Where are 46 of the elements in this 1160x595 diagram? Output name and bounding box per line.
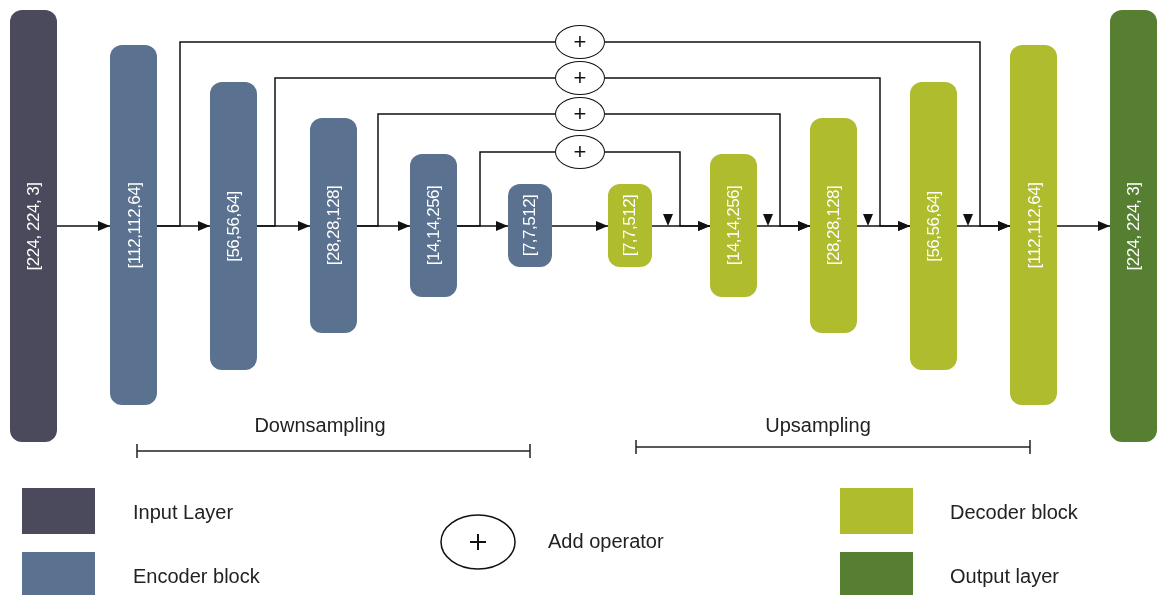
- add-operator-circle: [555, 135, 605, 169]
- shape-label: [224, 224, 3]: [25, 182, 42, 270]
- shape-label: [56,56,64]: [225, 190, 242, 262]
- arrow: [604, 77, 911, 231]
- add-operator-circle: [555, 61, 605, 95]
- layer-bar: [608, 184, 652, 267]
- shape-label: [224, 224, 3]: [1125, 182, 1142, 270]
- arrow: [56, 221, 111, 231]
- layer-bar: [210, 82, 257, 370]
- layer-bar: [310, 118, 357, 333]
- add-operator-circle: [555, 25, 605, 59]
- shape-label: [7,7,512]: [521, 194, 539, 257]
- layer-bar: [810, 118, 857, 333]
- legend-label: Encoder block: [133, 564, 260, 589]
- shape-label: [7,7,512]: [621, 194, 639, 257]
- layer-bar: [508, 184, 552, 267]
- legend-label: Decoder block: [950, 500, 1078, 525]
- arrow: [1056, 221, 1111, 231]
- shape-label: [112,112,64]: [1025, 182, 1042, 268]
- section-label: Upsampling: [765, 413, 871, 438]
- plus-sign: +: [573, 67, 587, 89]
- shape-label: [28,28,128]: [825, 185, 842, 266]
- arrow: [604, 41, 1011, 231]
- shape-label: [14,14,256]: [425, 185, 442, 266]
- arrow: [604, 113, 811, 231]
- legend-label: Add operator: [548, 529, 664, 554]
- layer-bar: [10, 10, 57, 442]
- layer-bar: [710, 154, 757, 297]
- arrow: [604, 151, 711, 231]
- shape-label: [112,112,64]: [125, 182, 142, 268]
- legend-label: Input Layer: [133, 500, 234, 525]
- layer-bar: [110, 45, 157, 405]
- shape-label: [28,28,128]: [325, 185, 342, 266]
- plus-sign: +: [573, 103, 587, 125]
- section-label: Downsampling: [254, 413, 386, 438]
- layer-bar: [910, 82, 957, 370]
- layer-bar: [410, 154, 457, 297]
- plus-sign: +: [573, 31, 587, 53]
- layer-bar: [1110, 10, 1157, 442]
- shape-label: [56,56,64]: [925, 190, 942, 262]
- plus-sign: +: [573, 141, 587, 163]
- add-operator-circle: [555, 97, 605, 131]
- layer-bar: [1010, 45, 1057, 405]
- shape-label: [14,14,256]: [725, 185, 742, 266]
- arrow: [551, 221, 609, 231]
- legend-label: Output layer: [950, 564, 1059, 589]
